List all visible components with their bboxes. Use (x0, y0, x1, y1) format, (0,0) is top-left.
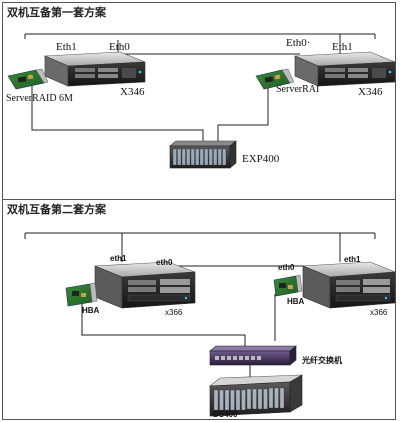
serveraid-card-left (7, 68, 49, 90)
exp400-storage-enclosure (169, 140, 237, 169)
left-card-label: ServerRAID 6M (6, 93, 73, 104)
x346-server-left (44, 51, 146, 87)
left-x366-eth0-label: eth0 (156, 258, 173, 267)
ds400-storage-array (209, 374, 303, 417)
exp400-label: EXP400 (242, 153, 280, 165)
hba-card-right (273, 274, 303, 297)
right-server-eth0-label: Eth0· (286, 37, 311, 49)
right-card-label: ServerRAI (276, 84, 320, 95)
left-server-name-label: X346 (120, 86, 145, 98)
right-server-name-label: X346 (358, 86, 383, 98)
right-x366-eth0-label: eth0 (278, 263, 295, 272)
x366-server-right (302, 261, 396, 309)
left-x366-name-label: x366 (165, 308, 183, 317)
scheme-2-title: 双机互备第二套方案 (7, 203, 106, 216)
right-hba-label: HBA (287, 297, 305, 306)
right-server-eth1-label: Eth1 (332, 41, 353, 53)
fibre-switch-label: 光纤交换机 (302, 356, 342, 365)
scheme-1-network-lines (24, 33, 376, 146)
left-server-eth1-label: Eth1 (56, 41, 77, 53)
scheme-1-title: 双机互备第一套方案 (7, 6, 106, 19)
right-x366-eth1-label: eth1 (344, 255, 361, 264)
hba-card-left (65, 282, 98, 307)
scheme-2-network-lines (24, 232, 376, 378)
left-hba-label: HBA (82, 306, 100, 315)
left-server-eth0-label: Eth0 (109, 41, 130, 53)
ds400-label: DS400 (213, 410, 238, 419)
right-x366-name-label: x366 (370, 308, 388, 317)
serveraid-card-right (255, 68, 295, 90)
scheme-2-panel: 双机互备第二套方案 (2, 199, 396, 420)
fibre-channel-switch (209, 345, 297, 366)
left-x366-eth1-label: eth1 (110, 254, 127, 263)
x366-server-left (94, 261, 196, 309)
x346-server-right (294, 51, 396, 87)
